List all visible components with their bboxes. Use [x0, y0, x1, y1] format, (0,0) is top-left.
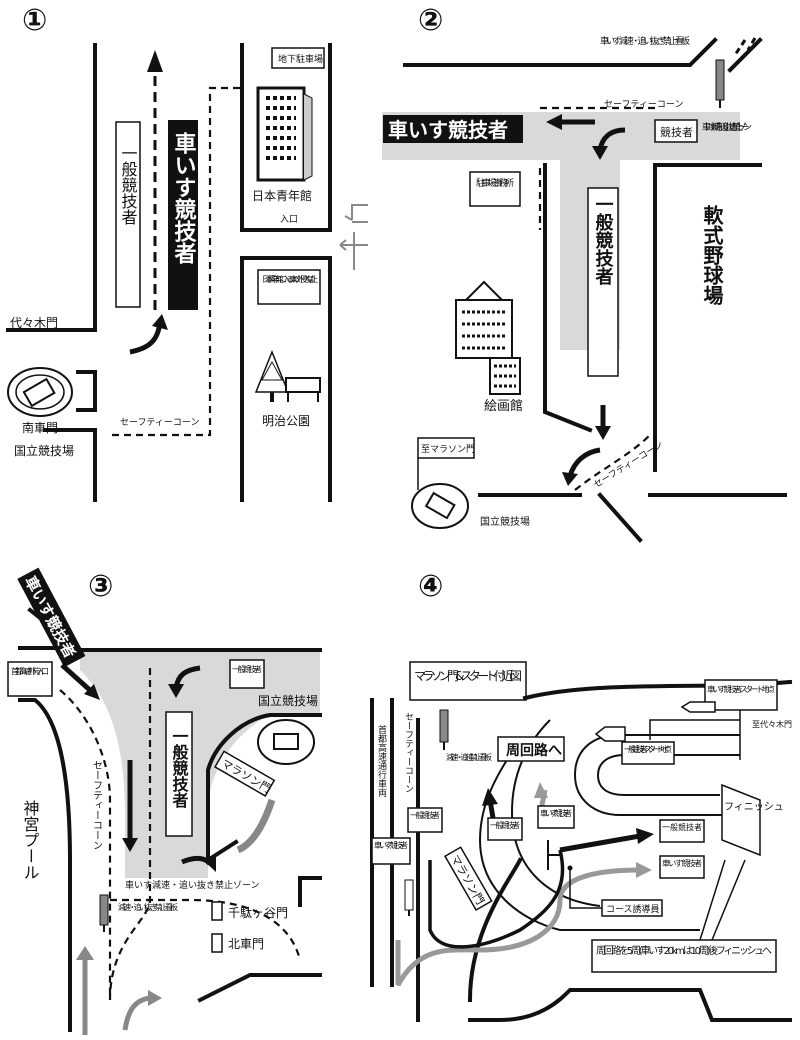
- panel-2-number: ②: [418, 3, 443, 38]
- south-car-gate: 南車門: [22, 420, 58, 435]
- parking-office: 駐車場事務所: [476, 177, 514, 189]
- general-c: 一般競技者: [662, 822, 702, 832]
- yoyogi-gate: 代々木門: [10, 316, 58, 330]
- wheelchair-c: 車いす競技者: [662, 858, 702, 868]
- panel-3: ③ 車いす競技者 首都高速外苑入口 一般競技者 一般競技者 セーフティーコーン: [7, 567, 322, 1035]
- wheelchair-diag: 車いす競技者: [17, 567, 86, 668]
- panel-4: ④ マラソン門&スタート付近図 首都高速通行車両 セーフティーコーン 減速・追越…: [370, 569, 793, 1022]
- underground-parking: 地下駐車場: [278, 53, 323, 65]
- panel-3-number: ③: [88, 569, 113, 604]
- laps-note: 周回路を5周(車いす20kmは10周)後フィニッシュへ: [596, 944, 772, 957]
- sign-top: 車いす減速・追い抜き禁止看板: [600, 35, 690, 47]
- finish-label: フィニッシュ: [724, 802, 784, 813]
- wheelchair-label: 車いす競技者: [171, 132, 198, 265]
- sendagaya-gate: 千駄ヶ谷門: [228, 905, 288, 920]
- safety-cone-top: セーフティーコーン: [604, 99, 683, 110]
- expressway: 首都高速通行車両: [376, 724, 387, 798]
- general-label: 一般競技者: [119, 145, 138, 225]
- safety-cone: セーフティーコーン: [403, 712, 414, 793]
- stadium-icon: [7, 367, 73, 417]
- wheelchair-label: 車いす競技者: [388, 118, 508, 142]
- north-car-gate: 北車門: [228, 937, 264, 951]
- gallery: 絵画館: [484, 399, 523, 414]
- slow-zone: 車いす減速・追い抜き禁止ゾーン: [125, 879, 260, 891]
- general-b: 一般競技者: [490, 820, 520, 830]
- building-name: 日本青年館: [252, 188, 312, 203]
- general-box: 一般競技者: [232, 664, 262, 674]
- sign: 減速・追越禁止看板: [446, 752, 492, 762]
- wheelchair-b: 車いす競技者: [540, 808, 572, 818]
- jingu-pool: 神宮プール: [21, 800, 40, 880]
- building-icon: [256, 86, 313, 182]
- expressway-entrance: 首都高速外苑入口: [11, 666, 49, 676]
- entrance-label: 入口: [280, 214, 298, 225]
- stadium-icon: [257, 719, 315, 765]
- course-guide: コース誘導員: [606, 903, 660, 915]
- marathon-gate: マラソン門: [444, 846, 493, 912]
- general-label: 一般競技者: [170, 728, 190, 809]
- tree-icon: [254, 349, 290, 402]
- to-yoyogi: 至代々木門: [752, 719, 792, 729]
- sign: 減速・追い抜き禁止看板: [118, 902, 178, 912]
- panel-4-number: ④: [418, 569, 443, 604]
- slow-zone: 車いす減速・追い抜き禁止ゾーン: [702, 121, 752, 133]
- bench-icon: [285, 377, 321, 402]
- general-label: 一般競技者: [593, 195, 615, 286]
- panel-2: ② 車いす減速・追い抜き禁止看板 セーフティーコーン 車いす競技者 競技者 車い…: [382, 3, 787, 543]
- baseball: 軟式野球場: [700, 204, 724, 305]
- wheelchair-start: 車いす競技者スタート地点: [707, 684, 775, 694]
- national-stadium: 国立競技場: [258, 693, 318, 708]
- athlete-box: 競技者: [660, 125, 693, 139]
- gallery-icon: [455, 280, 521, 395]
- meiji-park: 明治公園: [262, 414, 310, 428]
- to-marathon: 至マラソン門: [421, 444, 475, 455]
- general-a: 一般競技者: [410, 810, 440, 820]
- stadium-icon: [411, 483, 469, 529]
- panel-1: ① 一般競技者 車いす競技者 セーフティーコーン 地下駐車場 日本青年館 入口: [6, 3, 368, 502]
- national-stadium: 国立競技場: [14, 443, 74, 458]
- general-start: 一般競技者スタート地点: [624, 744, 672, 754]
- safety-cone: セーフティーコーン: [91, 760, 103, 850]
- no-entry-notice: 日本青年館に入る車以外侵入禁止: [262, 274, 318, 284]
- to-loop: 周回路へ: [506, 742, 562, 759]
- wheelchair-a: 車いす競技者: [374, 840, 408, 850]
- safety-cone-label: セーフティーコーン: [120, 417, 199, 428]
- panel-1-number: ①: [22, 3, 47, 38]
- map-title: マラソン門&スタート付近図: [414, 669, 522, 683]
- national-stadium: 国立競技場: [480, 515, 530, 528]
